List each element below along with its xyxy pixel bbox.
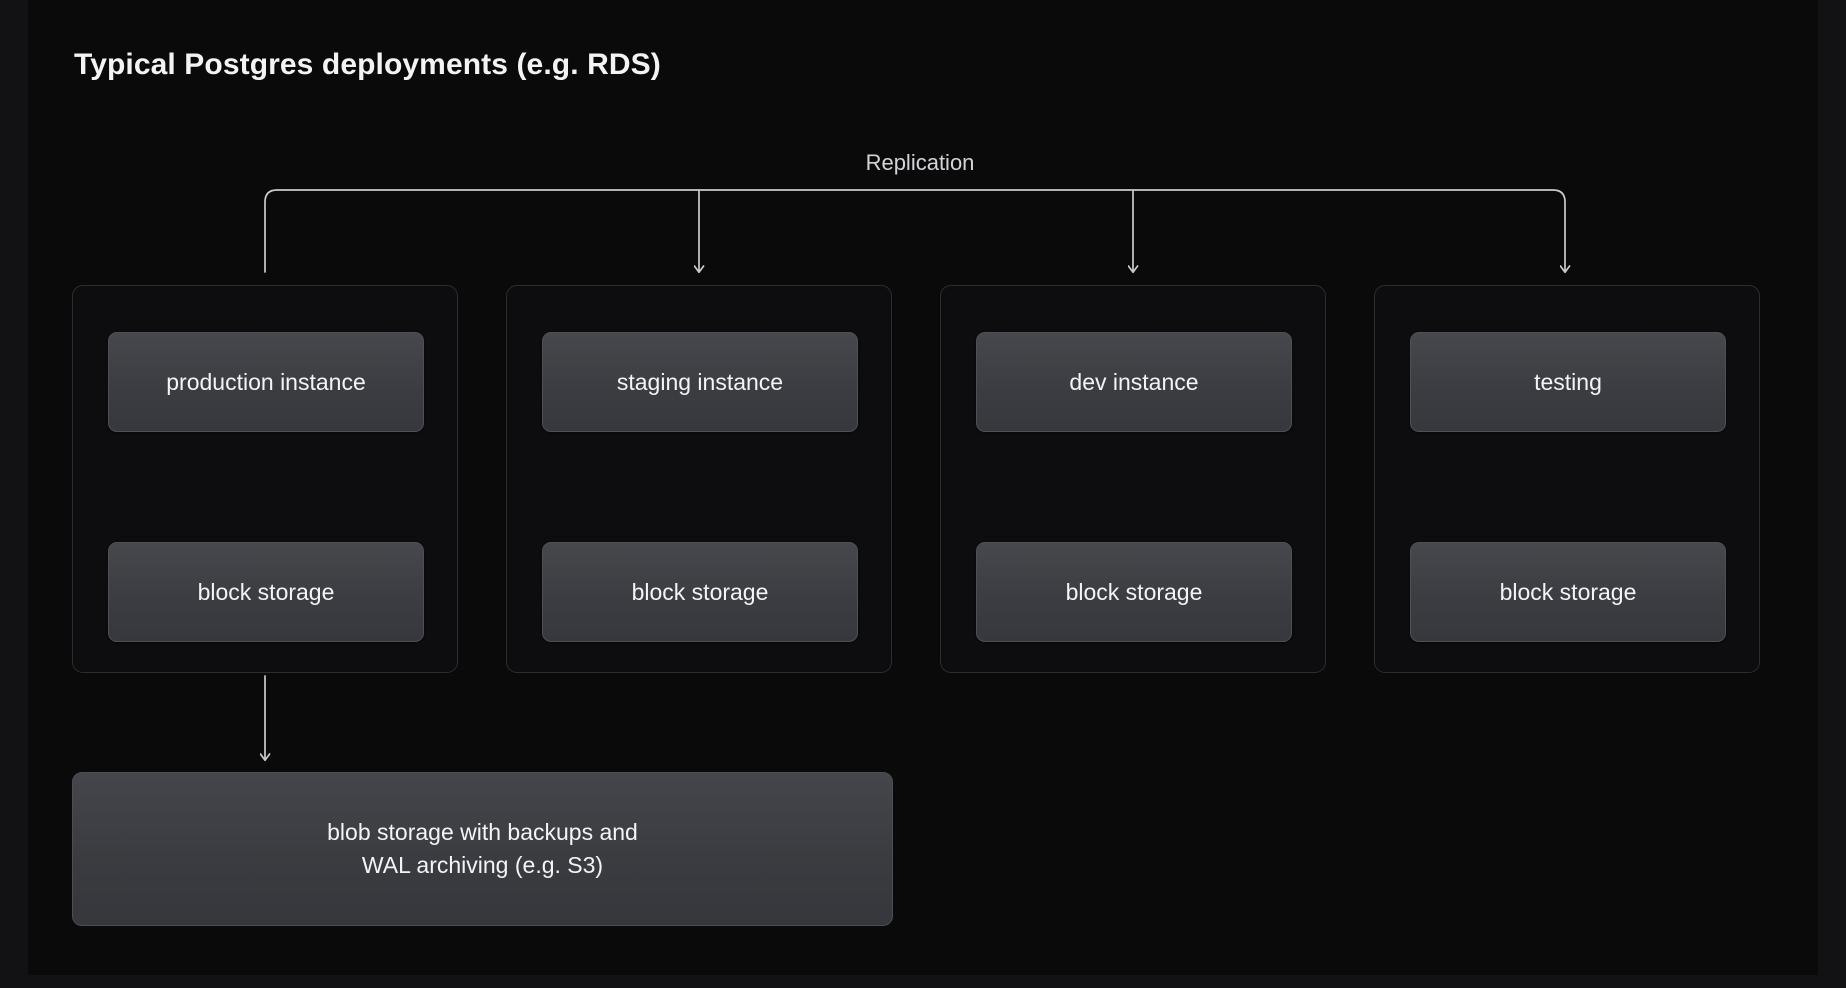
node-testing-instance[interactable]: testing	[1410, 332, 1726, 432]
column-testing: testing block storage	[1374, 285, 1760, 673]
node-testing-block-storage[interactable]: block storage	[1410, 542, 1726, 642]
replication-label: Replication	[865, 150, 975, 175]
node-label: block storage	[1065, 578, 1203, 605]
node-staging-block-storage[interactable]: block storage	[542, 542, 858, 642]
node-dev-block-storage[interactable]: block storage	[976, 542, 1292, 642]
node-staging-instance[interactable]: staging instance	[542, 332, 858, 432]
node-label: block storage	[197, 578, 335, 605]
blob-storage-line-1: blob storage with backups and	[327, 819, 638, 846]
column-production: production instance block storage	[72, 285, 458, 673]
node-label: block storage	[631, 578, 769, 605]
node-label: staging instance	[616, 368, 784, 395]
node-label: dev instance	[1069, 368, 1199, 395]
node-production-instance[interactable]: production instance	[108, 332, 424, 432]
node-dev-instance[interactable]: dev instance	[976, 332, 1292, 432]
column-dev: dev instance block storage	[940, 285, 1326, 673]
node-blob-storage[interactable]: blob storage with backups and WAL archiv…	[72, 772, 893, 926]
node-label: testing	[1534, 368, 1602, 395]
node-production-block-storage[interactable]: block storage	[108, 542, 424, 642]
node-label: block storage	[1499, 578, 1637, 605]
blob-storage-line-2: WAL archiving (e.g. S3)	[361, 852, 604, 878]
page-title: Typical Postgres deployments (e.g. RDS)	[74, 48, 661, 81]
column-staging: staging instance block storage	[506, 285, 892, 673]
node-label: production instance	[166, 368, 366, 395]
